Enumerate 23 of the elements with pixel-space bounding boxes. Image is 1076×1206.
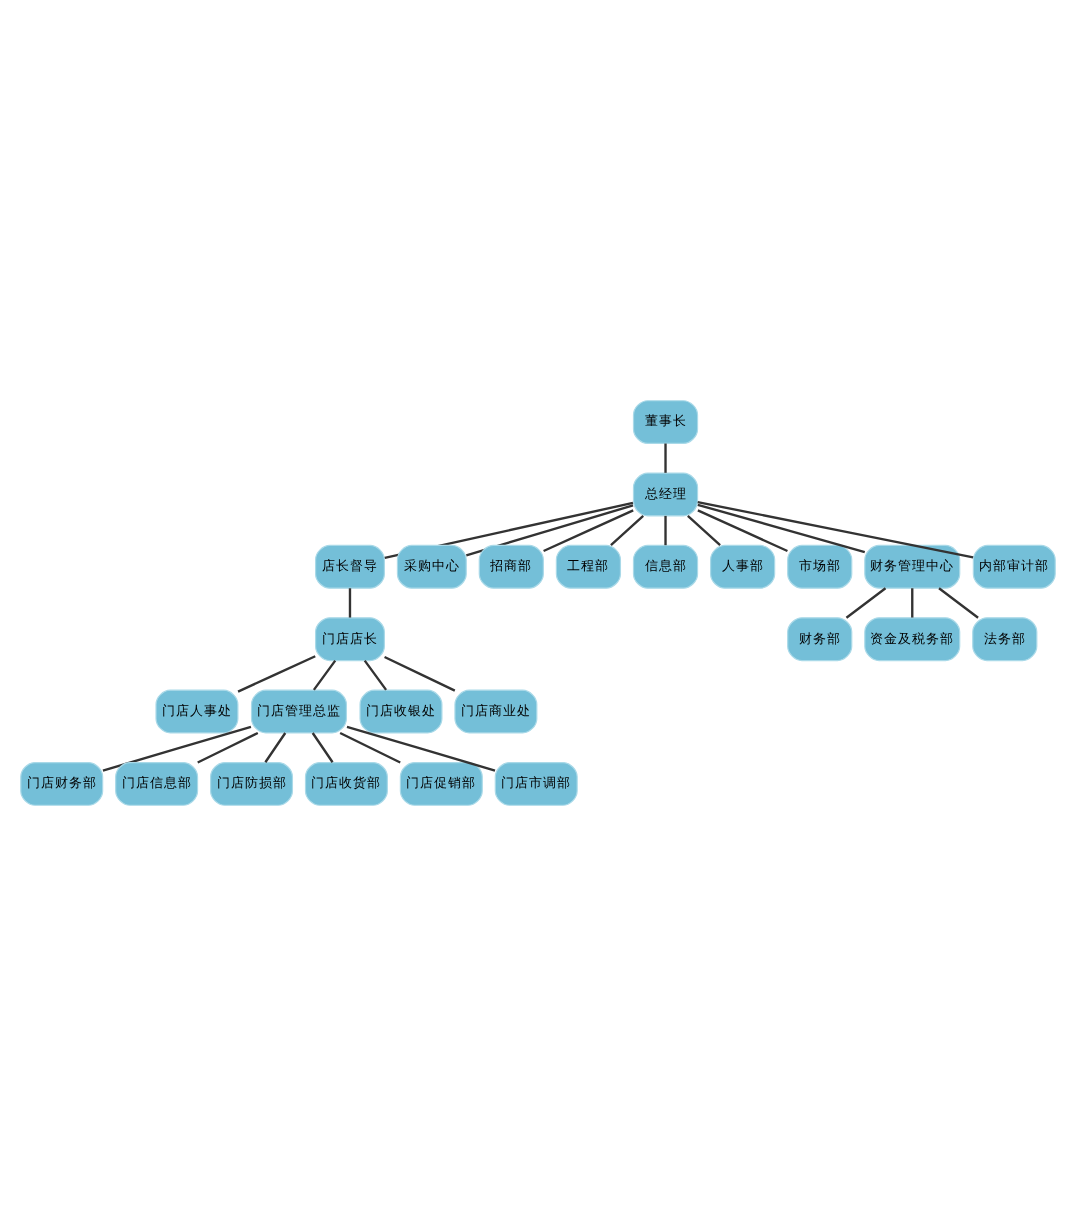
connector (697, 509, 788, 553)
connector (339, 731, 401, 764)
connector (697, 503, 866, 554)
connector (543, 509, 634, 553)
connector (687, 515, 721, 547)
connector (697, 500, 974, 559)
connector (664, 443, 667, 473)
connector (363, 659, 388, 691)
connector (845, 587, 887, 619)
connector (346, 725, 496, 772)
connector (384, 655, 456, 692)
connector (264, 732, 287, 763)
connector (311, 732, 334, 763)
connector (664, 515, 667, 546)
connector (911, 588, 914, 618)
connector (312, 659, 337, 691)
connector (610, 515, 644, 547)
connector (938, 587, 979, 619)
connector (237, 655, 316, 693)
connector (197, 731, 259, 764)
connector (348, 588, 352, 618)
connector (466, 504, 634, 557)
connector (102, 725, 252, 772)
